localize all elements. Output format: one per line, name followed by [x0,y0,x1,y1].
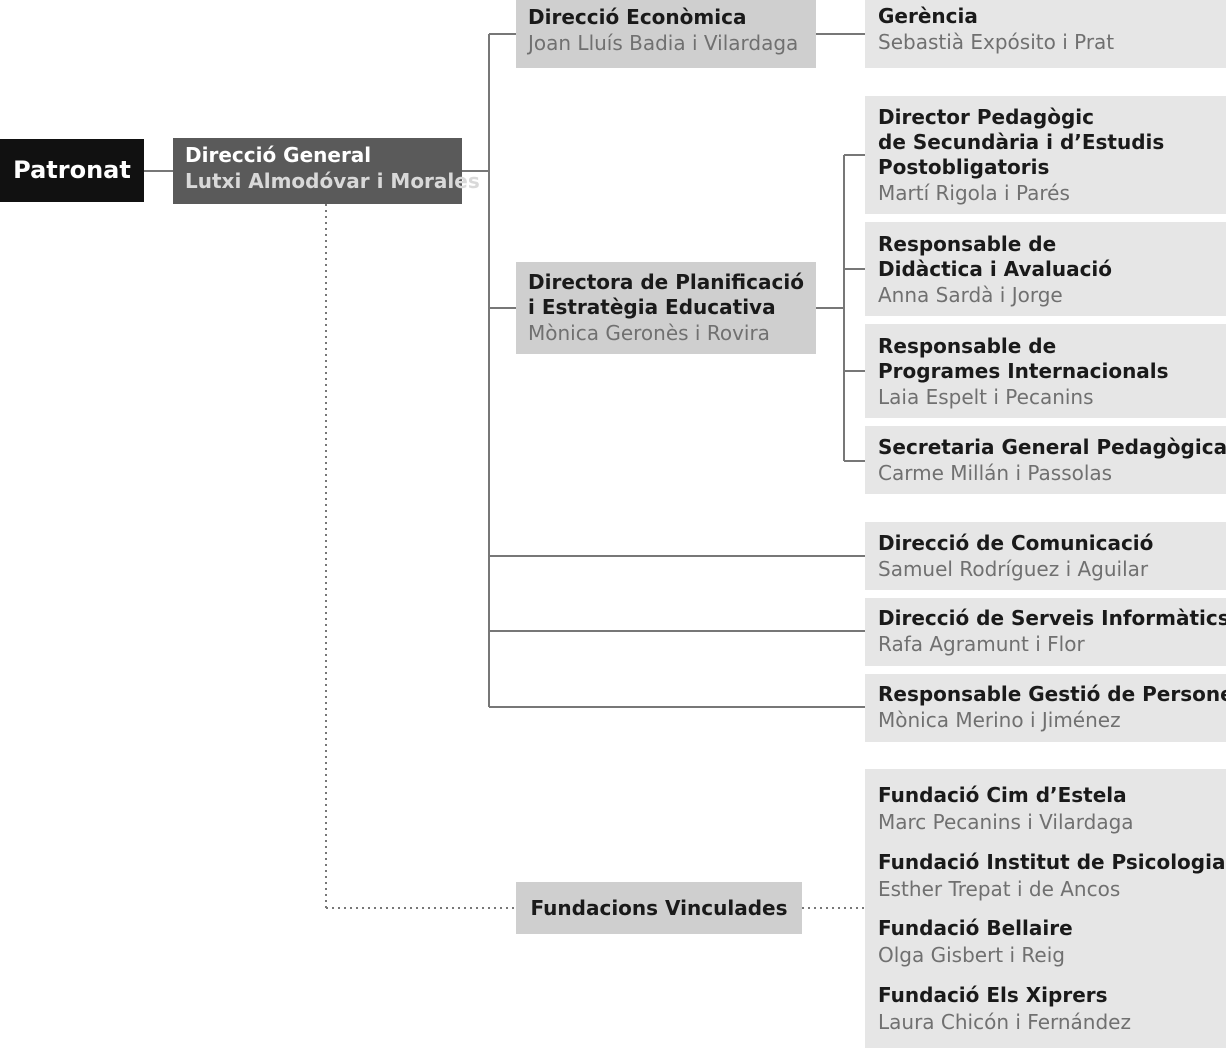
informatics-name: Rafa Agramunt i Flor [878,632,1085,656]
internacionals-title-line-2: Programes Internacionals [878,359,1169,383]
planificacio-name: Mònica Geronès i Rovira [528,321,770,345]
didactica-name: Anna Sardà i Jorge [878,283,1063,307]
fundacio-name: Olga Gisbert i Reig [878,943,1065,967]
informatics-title: Direcció de Serveis Informàtics [878,606,1226,630]
planificacio-title-line-2: i Estratègia Educativa [528,295,776,319]
didactica-title-line-1: Responsable de [878,232,1057,256]
director-pedagogic-name: Martí Rigola i Parés [878,181,1070,205]
gerencia-box: Gerència Sebastià Expósito i Prat [865,0,1226,68]
secretaria-box: Secretaria General Pedagògica Carme Mill… [865,426,1226,494]
didactica-title-line-2: Didàctica i Avaluació [878,257,1113,281]
planificacio-title-line-1: Directora de Planificació [528,270,804,294]
director-pedagogic-title-line-3: Postobligatoris [878,155,1050,179]
direccio-general-box: Direcció General Lutxi Almodóvar i Moral… [173,138,480,204]
internacionals-title-line-1: Responsable de [878,334,1057,358]
comunicacio-title: Direcció de Comunicació [878,531,1154,555]
fundacio-item: Fundació Els Xiprers Laura Chicón i Fern… [878,982,1131,1036]
persones-title: Responsable Gestió de Persones [878,682,1226,706]
gerencia-title: Gerència [878,4,978,28]
fundacio-item: Fundació Bellaire Olga Gisbert i Reig [878,915,1073,969]
direccio-general-name: Lutxi Almodóvar i Morales [185,169,480,193]
direccio-general-title: Direcció General [185,143,372,167]
secretaria-name: Carme Millán i Passolas [878,461,1113,485]
planificacio-box: Directora de Planificació i Estratègia E… [516,262,816,354]
patronat-label: Patronat [13,156,131,184]
internacionals-box: Responsable de Programes Internacionals … [865,324,1226,418]
director-pedagogic-title-line-2: de Secundària i d’Estudis [878,130,1165,154]
fundacio-title: Fundació Cim d’Estela [878,783,1127,807]
fundacions-vinculades-box: Fundacions Vinculades [516,882,802,934]
gerencia-name: Sebastià Expósito i Prat [878,30,1115,54]
persones-box: Responsable Gestió de Persones Mònica Me… [865,674,1226,742]
informatics-box: Direcció de Serveis Informàtics Rafa Agr… [865,598,1226,666]
fundacio-name: Marc Pecanins i Vilardaga [878,810,1134,834]
direccio-economica-name: Joan Lluís Badia i Vilardaga [528,31,799,55]
fundacio-name: Laura Chicón i Fernández [878,1010,1131,1034]
fundacio-item: Fundació Cim d’Estela Marc Pecanins i Vi… [878,782,1134,836]
fundacio-title: Fundació Institut de Psicologia [878,850,1226,874]
direccio-economica-title: Direcció Econòmica [528,5,747,29]
didactica-box: Responsable de Didàctica i Avaluació Ann… [865,222,1226,316]
fundacio-name: Esther Trepat i de Ancos [878,877,1121,901]
comunicacio-box: Direcció de Comunicació Samuel Rodríguez… [865,522,1226,590]
director-pedagogic-box: Director Pedagògic de Secundària i d’Est… [865,96,1226,214]
fundacions-panel: Fundació Cim d’Estela Marc Pecanins i Vi… [865,769,1226,1048]
persones-name: Mònica Merino i Jiménez [878,708,1121,732]
fundacio-title: Fundació Bellaire [878,916,1073,940]
director-pedagogic-title-line-1: Director Pedagògic [878,105,1094,129]
direccio-economica-box: Direcció Econòmica Joan Lluís Badia i Vi… [516,0,816,68]
secretaria-title: Secretaria General Pedagògica [878,435,1226,459]
patronat-box: Patronat [0,139,144,202]
comunicacio-name: Samuel Rodríguez i Aguilar [878,557,1149,581]
internacionals-name: Laia Espelt i Pecanins [878,385,1094,409]
fundacio-title: Fundació Els Xiprers [878,983,1108,1007]
fundacio-item: Fundació Institut de Psicologia Esther T… [878,849,1225,903]
fundacions-vinculades-label: Fundacions Vinculades [530,896,788,920]
